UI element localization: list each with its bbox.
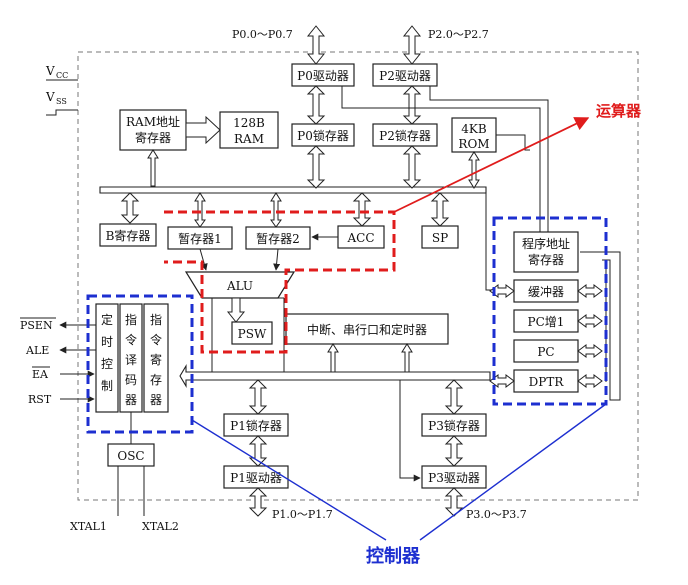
b-register-block	[99, 223, 157, 247]
svg-text:定: 定	[101, 312, 113, 327]
svg-text:P3锁存器: P3锁存器	[428, 418, 480, 433]
svg-text:OSC: OSC	[117, 449, 144, 463]
controller-highlight-left	[86, 294, 194, 434]
svg-text:128B: 128B	[233, 116, 265, 130]
svg-text:P2锁存器: P2锁存器	[379, 128, 431, 143]
svg-text:寄: 寄	[150, 352, 162, 367]
svg-text:时: 时	[101, 335, 113, 349]
svg-text:P0锁存器: P0锁存器	[297, 128, 349, 143]
svg-text:CC: CC	[56, 71, 68, 80]
vss-label: V SS	[45, 90, 67, 106]
svg-text:寄存器: 寄存器	[135, 130, 171, 145]
svg-text:ACC: ACC	[346, 231, 374, 245]
internal-bus-upper	[99, 186, 487, 194]
p0-pins-label: P0.0～P0.7	[232, 28, 293, 41]
svg-text:缓冲器: 缓冲器	[528, 284, 564, 299]
interrupt-serial-timer-block	[285, 313, 449, 345]
svg-text:V: V	[45, 64, 55, 78]
chip-boundary	[77, 51, 639, 501]
rom-4kb-block	[451, 117, 497, 153]
svg-text:令: 令	[125, 332, 137, 347]
svg-text:P1锁存器: P1锁存器	[230, 418, 282, 433]
alu-annotation-label: 运算器	[596, 102, 642, 120]
svg-text:指: 指	[150, 312, 162, 327]
internal-bus-lower	[179, 364, 491, 388]
svg-text:暂存器2: 暂存器2	[256, 232, 300, 246]
svg-text:ALU: ALU	[226, 279, 253, 293]
p3-pins-label: P3.0～P3.7	[466, 508, 527, 521]
p2-pins-label: P2.0～P2.7	[428, 28, 489, 41]
svg-text:暂存器1: 暂存器1	[178, 232, 222, 246]
xtal2-label: XTAL2	[142, 520, 179, 533]
ea-pin-label: EA	[32, 368, 49, 381]
svg-text:PC增1: PC增1	[528, 315, 565, 329]
svg-text:4KB: 4KB	[461, 122, 487, 136]
psen-pin-label: PSEN	[20, 319, 53, 332]
svg-text:器: 器	[150, 393, 162, 407]
instruction-register-block	[143, 303, 169, 413]
svg-text:控: 控	[101, 357, 113, 371]
svg-text:SP: SP	[432, 231, 448, 245]
svg-text:码: 码	[125, 373, 137, 387]
p0-driver-block	[291, 63, 355, 87]
svg-text:P2驱动器: P2驱动器	[379, 69, 431, 83]
svg-text:DPTR: DPTR	[529, 375, 565, 389]
svg-text:器: 器	[125, 393, 137, 407]
svg-text:译: 译	[125, 353, 137, 367]
svg-text:存: 存	[150, 373, 162, 387]
svg-text:P3驱动器: P3驱动器	[428, 471, 480, 485]
svg-text:令: 令	[150, 332, 162, 347]
xtal1-label: XTAL1	[70, 520, 107, 533]
svg-text:制: 制	[101, 379, 113, 393]
controller-pointer-left	[191, 419, 387, 541]
p2-driver-block	[372, 63, 438, 87]
svg-text:程序地址: 程序地址	[522, 236, 570, 251]
controller-highlight-right	[492, 216, 608, 406]
controller-annotation-label: 控制器	[366, 545, 421, 567]
p0-latch-block	[291, 123, 355, 147]
svg-text:PC: PC	[537, 345, 554, 359]
sp-block	[421, 225, 459, 249]
ale-pin-label: ALE	[25, 344, 49, 357]
svg-text:中断、串行口和定时器: 中断、串行口和定时器	[307, 322, 427, 337]
p1-driver-block	[223, 465, 289, 489]
svg-text:V: V	[45, 90, 55, 104]
p2-top-arrow	[402, 25, 422, 65]
vcc-label: V CC	[45, 64, 68, 80]
psw-block	[231, 321, 273, 345]
svg-text:RAM地址: RAM地址	[126, 115, 180, 129]
svg-text:SS: SS	[56, 97, 67, 106]
svg-text:B寄存器: B寄存器	[106, 228, 151, 243]
svg-text:ROM: ROM	[458, 137, 489, 151]
svg-text:P0驱动器: P0驱动器	[297, 69, 349, 83]
svg-text:指: 指	[125, 312, 137, 327]
alu-pointer-line	[393, 117, 590, 213]
p0-top-arrow	[306, 25, 326, 65]
svg-text:PSW: PSW	[238, 327, 267, 341]
p1-pins-label: P1.0～P1.7	[272, 508, 333, 521]
alu-highlight-box	[164, 210, 396, 354]
svg-text:RAM: RAM	[234, 132, 264, 146]
p2-latch-block	[372, 123, 438, 147]
p1-latch-block	[223, 413, 289, 437]
program-address-register-block	[513, 231, 579, 273]
rst-pin-label: RST	[28, 393, 52, 406]
svg-text:寄存器: 寄存器	[528, 252, 564, 267]
timing-control-block	[95, 303, 119, 413]
svg-text:P1驱动器: P1驱动器	[230, 471, 282, 485]
ram-128b-block	[219, 111, 279, 149]
controller-pointer-right	[419, 403, 607, 541]
